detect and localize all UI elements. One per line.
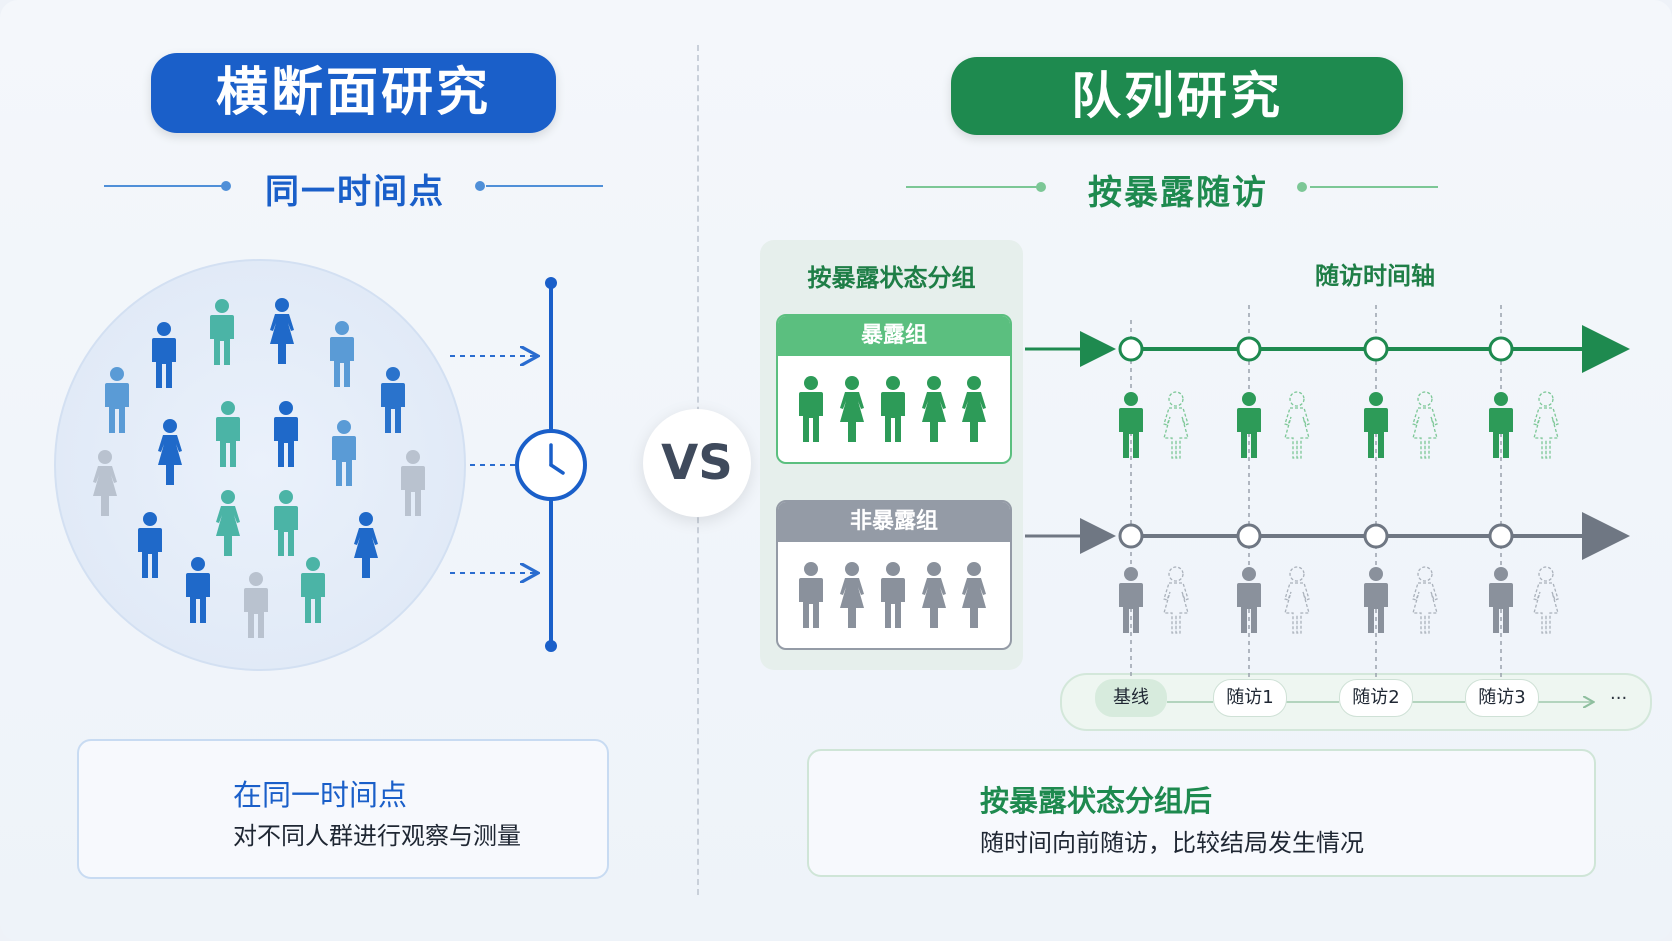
unexposed-person [922,562,946,628]
left-subtitle: 同一时间点 [265,172,445,212]
exposed-person [881,376,905,442]
left-info-text: 对不同人群进行观察与测量 [233,822,521,850]
left-subtitle-dot-left [221,181,231,191]
unexposed-outcome-people [1119,566,1559,634]
time-line-end-top [545,277,557,289]
clock-icon [515,429,587,501]
left-subtitle-dot-right [475,181,485,191]
exposed-outcome-people [1119,391,1559,459]
follow-up-guides [1130,305,1502,682]
time-line-end-bottom [545,640,557,652]
exposed-person [922,376,946,442]
stage-follow-up-1: 随访1 [1213,679,1287,717]
exposed-group-label: 暴露组 [778,316,1010,356]
right-info-title: 按暴露状态分组后 [980,784,1213,818]
stage-follow-up-3: 随访3 [1465,679,1539,717]
right-info-card [807,749,1596,877]
exposed-group-people [799,376,986,442]
unexposed-person [881,562,905,628]
left-info-card [77,739,609,879]
unexposed-person [799,562,823,628]
right-info-text: 随时间向前随访，比较结局发生情况 [980,829,1364,857]
stage-ellipsis: ··· [1610,688,1628,709]
cohort-title: 队列研究 [951,57,1403,135]
unexposed-person [840,562,864,628]
cross-sectional-title: 横断面研究 [151,53,556,133]
right-subtitle-dot-left [1036,182,1046,192]
right-subtitle: 按暴露随访 [1088,173,1268,213]
exposed-person [799,376,823,442]
vs-badge: VS [643,409,751,517]
unexposed-timepoints [1118,523,1514,549]
left-subtitle-line-left [104,185,224,187]
exposed-timepoints [1118,336,1514,362]
unexposed-group-people [799,562,986,628]
unexposed-person [962,562,986,628]
grouping-panel-title: 按暴露状态分组 [807,264,976,292]
stage-follow-up-2: 随访2 [1339,679,1413,717]
left-subtitle-line-right [486,185,603,187]
exposed-person [840,376,864,442]
stage-baseline: 基线 [1095,679,1167,717]
right-subtitle-dot-right [1297,182,1307,192]
right-subtitle-line-right [1310,186,1438,188]
left-info-title: 在同一时间点 [233,778,408,812]
unexposed-group-label: 非暴露组 [778,502,1010,542]
right-subtitle-line-left [906,186,1038,188]
exposed-person [962,376,986,442]
follow-up-timeline-title: 随访时间轴 [1315,262,1435,290]
